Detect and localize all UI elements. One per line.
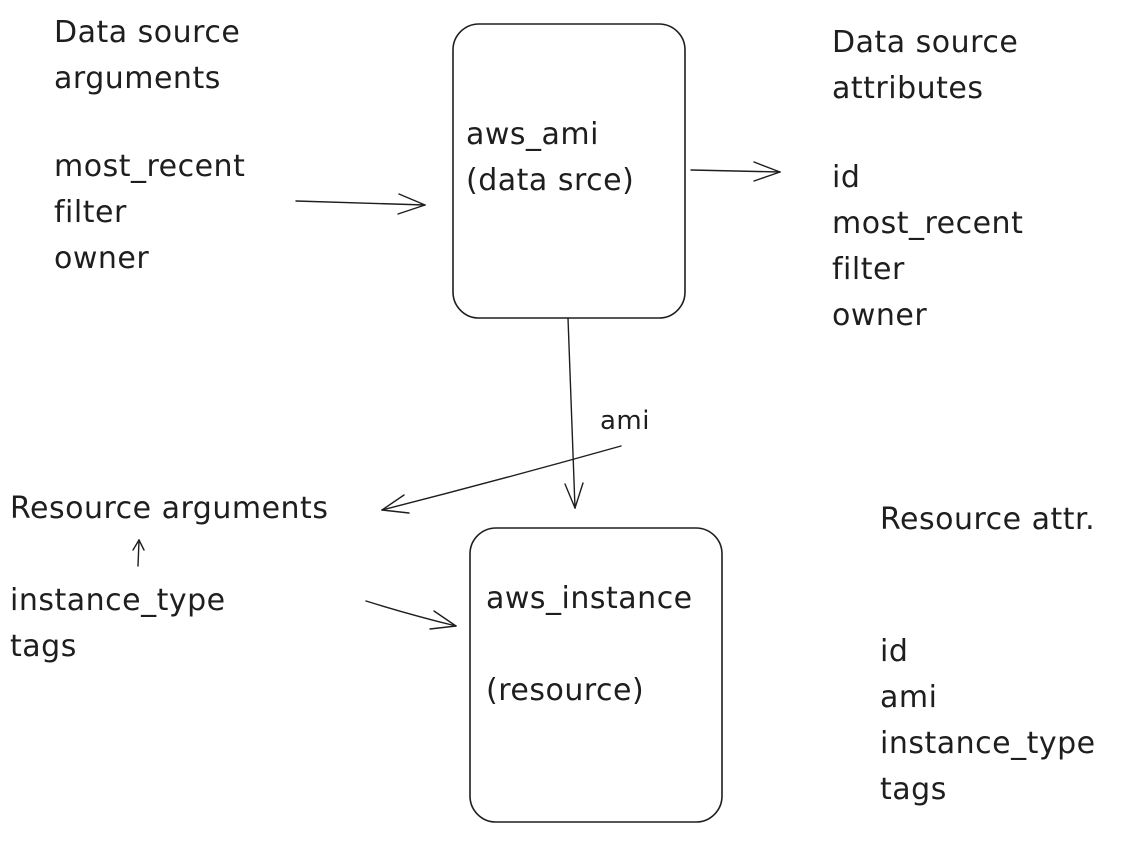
- list-item: tags: [880, 772, 947, 807]
- list-item: owner: [54, 241, 150, 276]
- data-source-arguments-heading-line-1: Data source: [54, 15, 241, 50]
- data-source-arguments-list: most_recent filter owner: [54, 144, 245, 282]
- resource-box-name: aws_instance: [486, 581, 693, 616]
- list-item: id: [832, 160, 861, 195]
- arrow-up-small: [132, 539, 145, 567]
- data-source-arguments-heading-line-2: arguments: [54, 61, 221, 96]
- resource-arguments-list: instance_type tags: [10, 578, 226, 670]
- list-item: filter: [54, 195, 127, 230]
- arrow-datasource-to-attributes: [690, 161, 781, 182]
- arrow-datasource-to-resource: [564, 317, 584, 509]
- data-source-box-label: aws_ami (data srce): [466, 112, 634, 204]
- data-source-attributes-heading-line-2: attributes: [832, 71, 984, 106]
- arrow-ami-to-resource-arguments: [381, 445, 622, 514]
- data-source-box-name: aws_ami: [466, 117, 599, 152]
- list-item: most_recent: [832, 206, 1024, 241]
- list-item: most_recent: [54, 149, 246, 184]
- resource-box-kind: (resource): [486, 673, 645, 708]
- resource-attributes-heading: Resource attr.: [880, 502, 1096, 537]
- list-item: instance_type: [880, 726, 1096, 761]
- resource-box-label: aws_instance (resource): [486, 576, 693, 714]
- data-source-attributes: Data source attributes: [832, 20, 1018, 112]
- list-item: ami: [880, 680, 938, 715]
- list-item: instance_type: [10, 583, 226, 618]
- data-source-arguments: Data source arguments: [54, 10, 240, 102]
- arrow-resource-args-to-resource: [365, 600, 457, 630]
- data-source-attributes-list: id most_recent filter owner: [832, 155, 1023, 339]
- list-item: filter: [832, 252, 905, 287]
- data-source-attributes-heading-line-1: Data source: [832, 25, 1019, 60]
- arrow-args-to-datasource: [295, 193, 426, 215]
- data-source-box-kind: (data srce): [466, 163, 635, 198]
- resource-attributes-list: id ami instance_type tags: [880, 629, 1096, 813]
- ami-edge-label: ami: [600, 406, 650, 436]
- resource-arguments-heading: Resource arguments: [10, 491, 329, 526]
- list-item: id: [880, 634, 909, 669]
- list-item: tags: [10, 629, 77, 664]
- list-item: owner: [832, 298, 928, 333]
- resource-box-spacer: [486, 622, 693, 668]
